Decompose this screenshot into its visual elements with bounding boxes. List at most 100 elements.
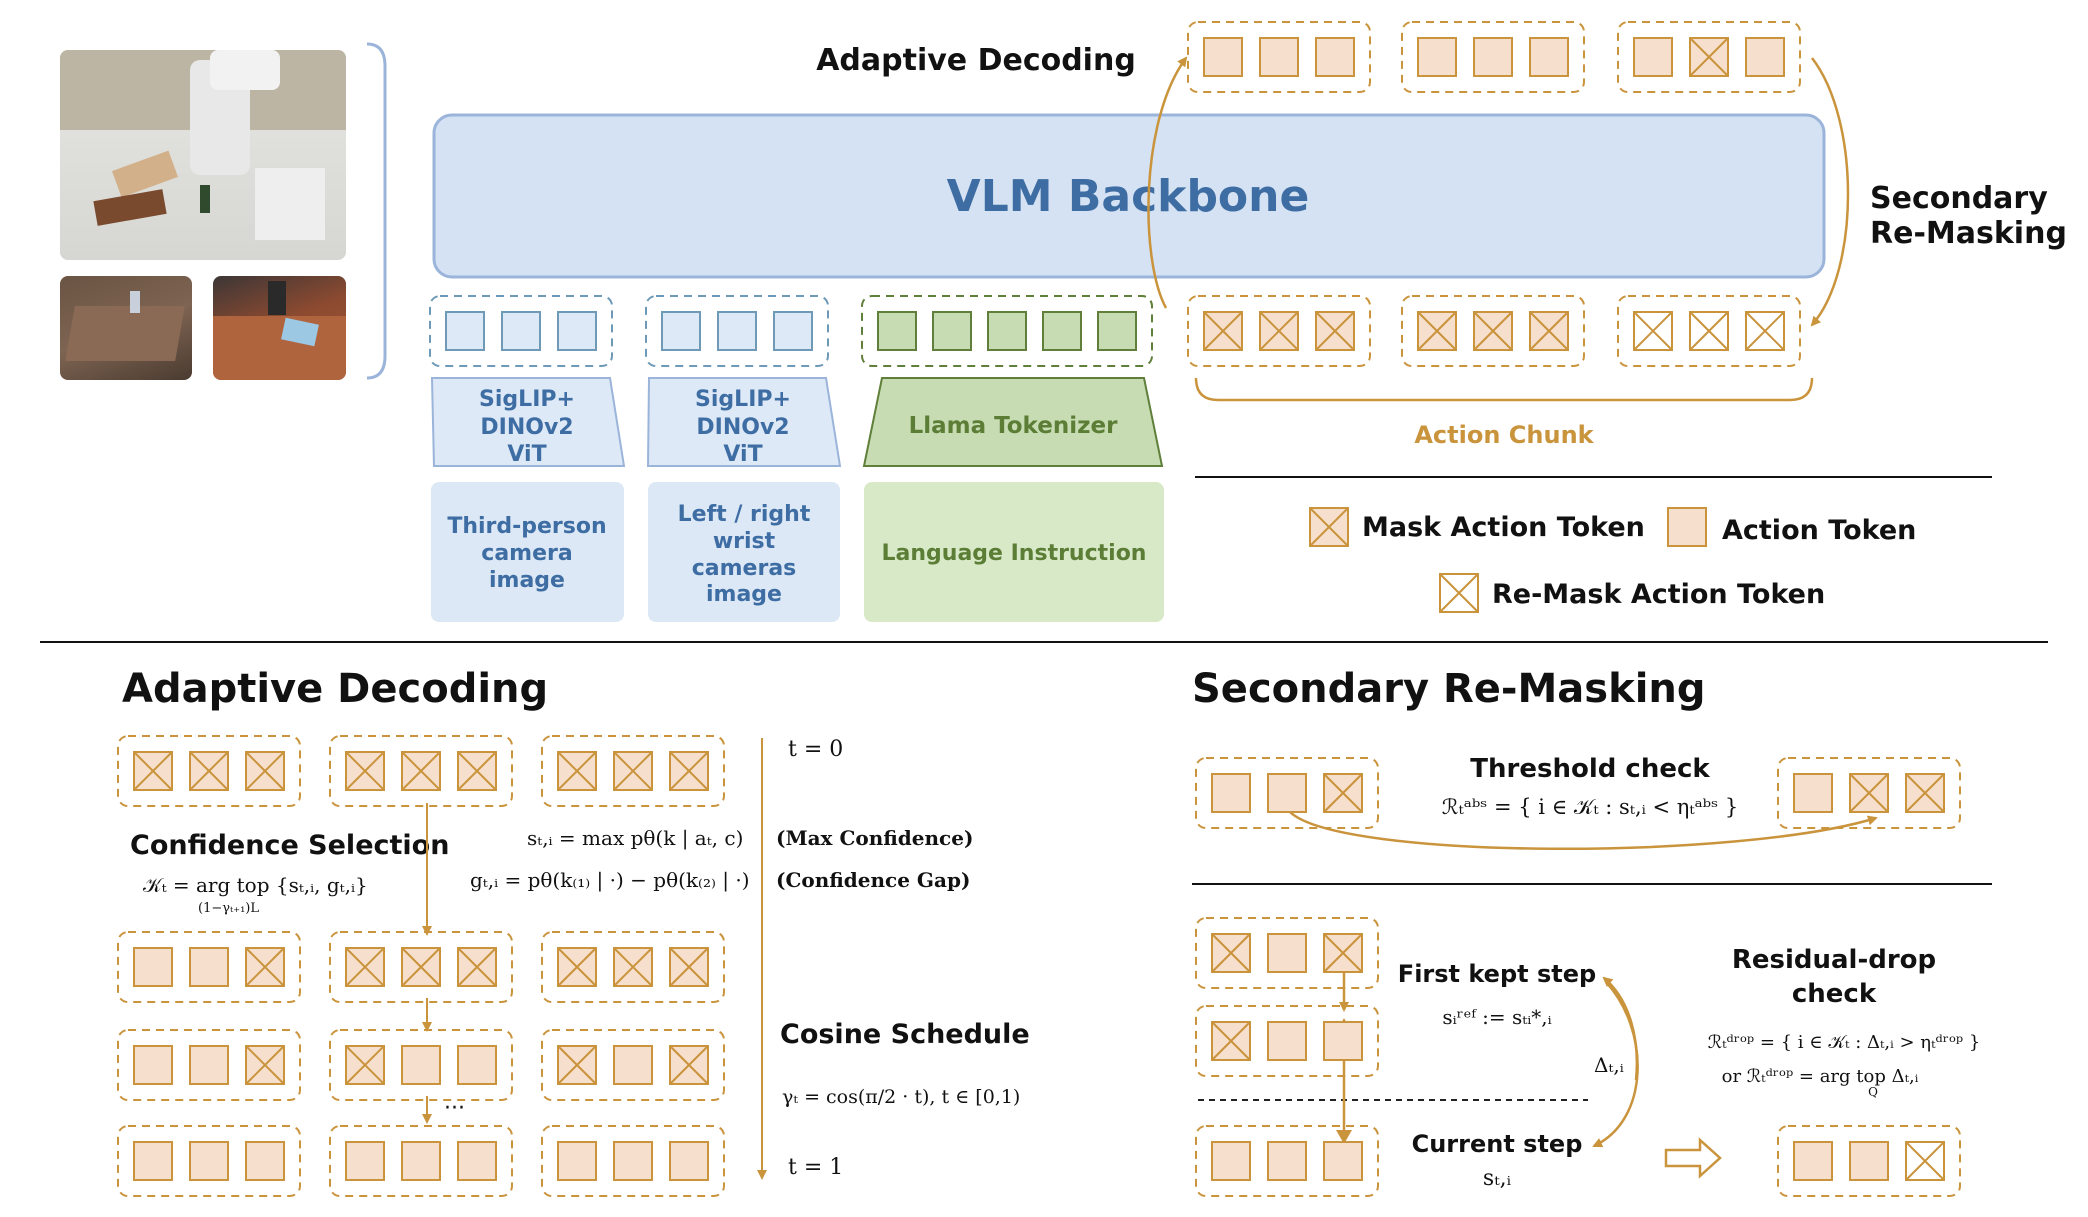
kt-formula: 𝒦ₜ = arg top {sₜ,ᵢ, gₜ,ᵢ} bbox=[143, 873, 368, 897]
decode-step-4-group-2-token bbox=[457, 1141, 497, 1181]
legend-mask-token-icon bbox=[1309, 507, 1349, 547]
input-language bbox=[864, 482, 1164, 622]
decode-step-4-group-1-token bbox=[189, 1141, 229, 1181]
secondary-remasking-label-line1: Secondary bbox=[1870, 181, 2048, 216]
current-step-row-token bbox=[1323, 1141, 1363, 1181]
current-step-label: Current step bbox=[1412, 1130, 1583, 1158]
decoded-chunk-1-token bbox=[1315, 37, 1355, 77]
decode-step-1-group-1-token bbox=[133, 751, 173, 791]
decode-step-1-group-2 bbox=[329, 735, 513, 807]
residual-drop-result bbox=[1777, 1125, 1961, 1197]
decode-step-1-group-3-token bbox=[557, 751, 597, 791]
decoded-chunk-1 bbox=[1187, 21, 1371, 93]
implies-arrow-icon bbox=[1664, 1137, 1722, 1179]
decode-step-4-group-3-token bbox=[669, 1141, 709, 1181]
max-confidence-label: (Max Confidence) bbox=[776, 826, 973, 850]
max-confidence-formula: sₜ,ᵢ = max pθ(k | aₜ, c) bbox=[527, 826, 743, 851]
llama-tokenizer bbox=[862, 377, 1164, 467]
first-kept-row-1 bbox=[1195, 917, 1379, 989]
language-tokens-token bbox=[1097, 311, 1137, 351]
residual-arrow-head-down bbox=[1336, 1130, 1352, 1144]
wrist-tokens-token bbox=[773, 311, 813, 351]
wrist-tokens-token bbox=[661, 311, 701, 351]
threshold-after-token bbox=[1905, 773, 1945, 813]
decoded-chunk-1-token bbox=[1203, 37, 1243, 77]
decode-step-3-group-2-token bbox=[401, 1045, 441, 1085]
top-adaptive-decoding-title: Adaptive Decoding bbox=[816, 43, 1136, 78]
language-tokens bbox=[861, 295, 1153, 367]
current-step-row-token bbox=[1211, 1141, 1251, 1181]
encoder-third-line3: ViT bbox=[507, 442, 546, 467]
residual-drop-result-token bbox=[1793, 1141, 1833, 1181]
current-step-row bbox=[1195, 1125, 1379, 1197]
remasked-chunk-3-token bbox=[1633, 311, 1673, 351]
token-layer bbox=[117, 21, 1961, 1197]
decoded-chunk-2-token bbox=[1417, 37, 1457, 77]
first-kept-row-1-token bbox=[1267, 933, 1307, 973]
encoder-wrist-line2: DINOv2 bbox=[696, 415, 789, 440]
current-step-sti: sₜ,ᵢ bbox=[1483, 1166, 1512, 1191]
threshold-after bbox=[1777, 757, 1961, 829]
secondary-remasking-label-line2: Re-Masking bbox=[1870, 216, 2067, 251]
residual-drop-result-token bbox=[1849, 1141, 1889, 1181]
input-third-person bbox=[431, 482, 624, 622]
first-kept-row-2 bbox=[1195, 1005, 1379, 1077]
decode-step-1-group-2-token bbox=[457, 751, 497, 791]
remasked-chunk-3 bbox=[1617, 295, 1801, 367]
threshold-after-token bbox=[1793, 773, 1833, 813]
decode-step-4-group-3 bbox=[541, 1125, 725, 1197]
decode-step-1-group-3-token bbox=[613, 751, 653, 791]
threshold-before-token bbox=[1211, 773, 1251, 813]
residual-drop-result-token bbox=[1905, 1141, 1945, 1181]
legend-remask-token-icon bbox=[1439, 573, 1479, 613]
confidence-gap-label: (Confidence Gap) bbox=[776, 868, 970, 892]
steps-ellipsis: ··· bbox=[444, 1096, 465, 1121]
language-tokens-token bbox=[932, 311, 972, 351]
vit-encoder-third-person bbox=[430, 377, 626, 467]
legend-mask-label: Mask Action Token bbox=[1362, 512, 1645, 543]
residual-drop-formula-subscript: Q bbox=[1868, 1085, 1878, 1099]
decode-step-2-group-2-token bbox=[457, 947, 497, 987]
threshold-arrow bbox=[1289, 811, 1878, 851]
legend-action-label: Action Token bbox=[1722, 515, 1916, 546]
llama-tokenizer-label: Llama Tokenizer bbox=[909, 413, 1119, 439]
action-chunk-bracket bbox=[1194, 377, 1814, 402]
decode-step-4-group-1 bbox=[117, 1125, 301, 1197]
wrist-camera-photo-left bbox=[60, 276, 192, 380]
decoded-chunk-1-token bbox=[1259, 37, 1299, 77]
remasking-arrow bbox=[1810, 57, 1850, 327]
decode-step-3-group-2-token bbox=[457, 1045, 497, 1085]
language-tokens-token bbox=[1042, 311, 1082, 351]
decode-step-2-group-3-token bbox=[669, 947, 709, 987]
decode-step-3-group-3-token bbox=[669, 1045, 709, 1085]
threshold-before-token bbox=[1323, 773, 1363, 813]
decode-step-3-group-2 bbox=[329, 1029, 513, 1101]
sref-formula: sᵢʳᵉᶠ := sₜᵢ*,ᵢ bbox=[1442, 1005, 1551, 1029]
masked-chunk-2-token bbox=[1473, 311, 1513, 351]
threshold-check-title: Threshold check bbox=[1470, 754, 1710, 784]
decode-step-3-group-1-token bbox=[133, 1045, 173, 1085]
confidence-selection-title: Confidence Selection bbox=[130, 830, 449, 861]
decode-step-4-group-3-token bbox=[557, 1141, 597, 1181]
third-person-tokens-token bbox=[501, 311, 541, 351]
robot-kitchen-photo bbox=[60, 50, 346, 260]
cosine-schedule-formula: γₜ = cos(π/2 · t), t ∈ [0,1) bbox=[782, 1086, 1020, 1108]
decode-step-3-group-2-token bbox=[345, 1045, 385, 1085]
decode-step-3-group-3-token bbox=[613, 1045, 653, 1085]
decoded-chunk-2-token bbox=[1473, 37, 1513, 77]
decode-step-2-group-2-token bbox=[345, 947, 385, 987]
input-wrist bbox=[648, 482, 840, 622]
decoded-chunk-2-token bbox=[1529, 37, 1569, 77]
input-language-label: Language Instruction bbox=[882, 541, 1147, 566]
encoder-third-line1: SigLIP+ bbox=[479, 387, 575, 412]
remasked-chunk-3-token bbox=[1689, 311, 1729, 351]
cosine-schedule-title: Cosine Schedule bbox=[780, 1019, 1030, 1050]
decode-step-4-group-1-token bbox=[133, 1141, 173, 1181]
bottom-adaptive-decoding-title: Adaptive Decoding bbox=[122, 666, 548, 712]
adaptive-decoding-arrow bbox=[1147, 56, 1188, 309]
decode-step-4-group-1-token bbox=[245, 1141, 285, 1181]
masked-chunk-1-token bbox=[1259, 311, 1299, 351]
residual-drop-formula-1: ℛₜᵈʳᵒᵖ = { i ∈ 𝒦ₜ : Δₜ,ᵢ > ηₜᵈʳᵒᵖ } bbox=[1708, 1032, 1981, 1053]
